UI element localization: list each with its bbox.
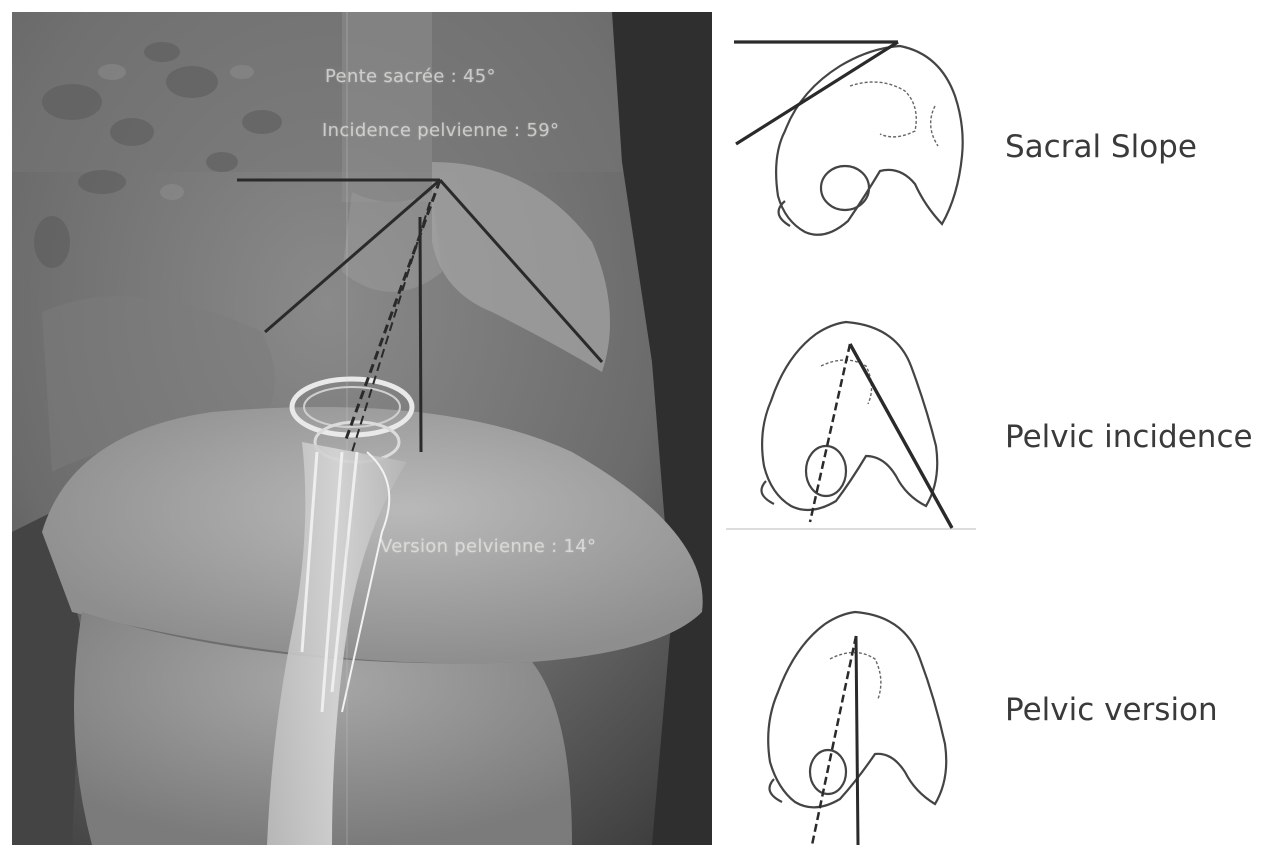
pelvic-version-annotation: Version pelvienne : 14° <box>380 536 596 557</box>
pelvic-version-diagram <box>740 604 976 845</box>
pelvic-incidence-pelvis-graphic <box>726 316 976 532</box>
pelvic-version-pelvis-graphic <box>740 604 976 845</box>
xray-image: Pente sacrée : 45° Incidence pelvienne :… <box>12 12 712 845</box>
sacral-slope-pelvis-graphic <box>730 36 1000 250</box>
sacral-slope-annotation: Pente sacrée : 45° <box>325 66 496 87</box>
pelvic-incidence-label: Pelvic incidence <box>1005 419 1253 455</box>
pelvic-version-label: Pelvic version <box>1005 692 1218 728</box>
pelvic-incidence-diagram <box>726 316 976 532</box>
pelvic-incidence-annotation: Incidence pelvienne : 59° <box>322 120 559 141</box>
sacral-slope-label: Sacral Slope <box>1005 129 1197 165</box>
sacral-slope-diagram <box>730 36 1000 250</box>
